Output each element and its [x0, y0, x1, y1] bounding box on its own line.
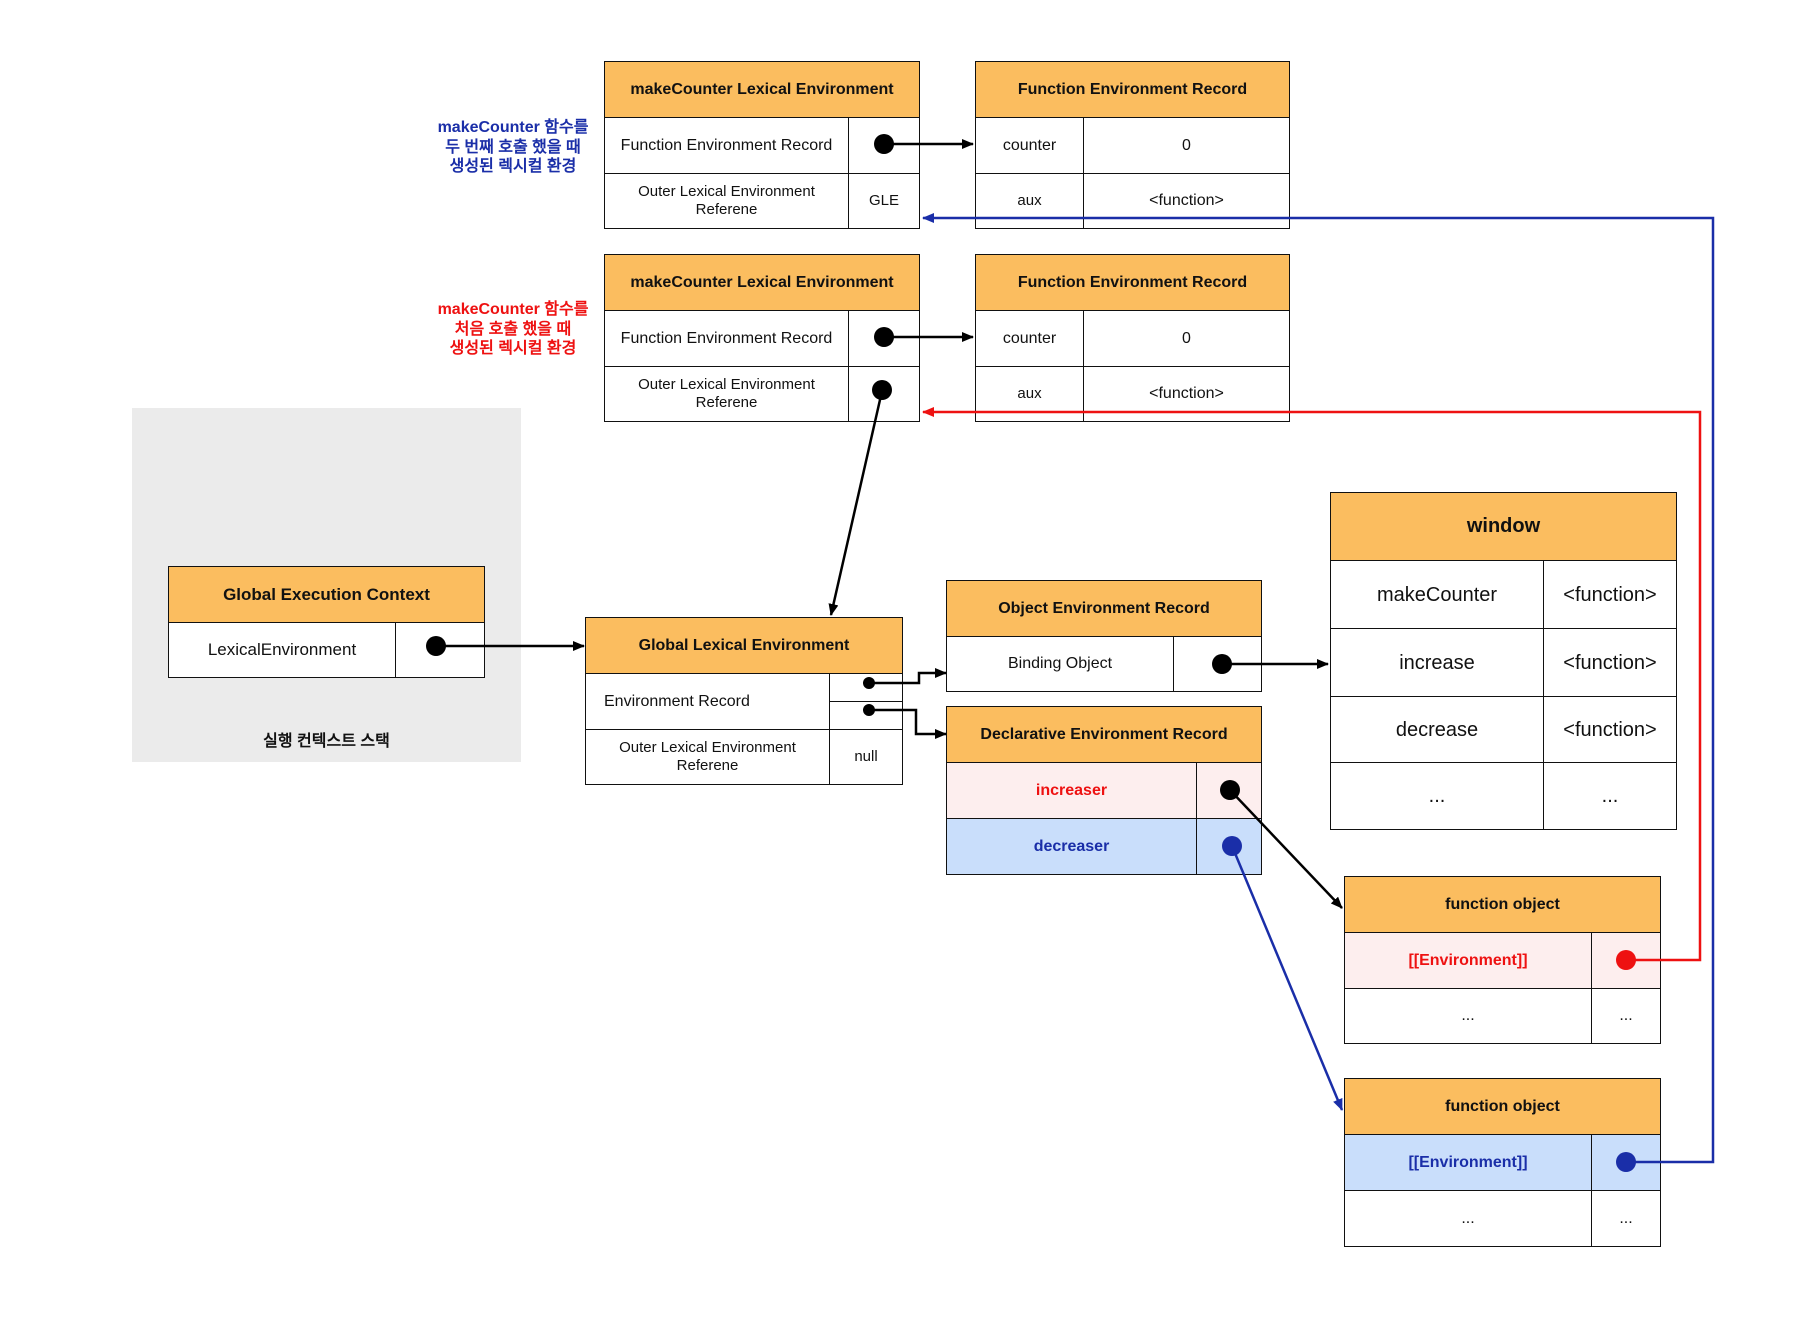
window-row-makecounter-value: <function> [1543, 560, 1677, 629]
global-execution-context-title: Global Execution Context [168, 566, 485, 623]
arrow-env1-outer-to-gle [828, 390, 884, 616]
function-object-2-rest-value: ... [1591, 1190, 1661, 1247]
gec-lexical-environment-dot [426, 636, 446, 656]
gle-outer-value: null [829, 729, 903, 785]
binding-object-dot [1212, 654, 1232, 674]
declarative-record-decreaser: decreaser [946, 818, 1197, 875]
window-row-makecounter-name: makeCounter [1330, 560, 1544, 629]
function-object-1-rest-value: ... [1591, 988, 1661, 1044]
function-object-1-environment-dot [1616, 950, 1636, 970]
make-counter-env-2-title: makeCounter Lexical Environment [604, 61, 920, 118]
func-record-2-counter-value: 0 [1083, 117, 1290, 174]
window-row-increase-value: <function> [1543, 628, 1677, 697]
make-counter-env-1-record: Function Environment Record [604, 310, 849, 367]
stack-caption: 실행 컨텍스트 스택 [263, 733, 390, 750]
arrow-gle-to-declarative-record [869, 708, 947, 739]
function-object-2-rest: ... [1344, 1190, 1592, 1247]
env1-record-dot [874, 327, 894, 347]
declarative-record-increaser: increaser [946, 762, 1197, 819]
gle-env-record: Environment Record [585, 673, 830, 730]
gle-outer: Outer Lexical Environment Referene [585, 729, 830, 785]
make-counter-env-2-record: Function Environment Record [604, 117, 849, 174]
make-counter-env-1-title: makeCounter Lexical Environment [604, 254, 920, 311]
window-title: window [1330, 492, 1677, 561]
arrow-gle-to-object-record [869, 668, 947, 685]
object-record-binding: Binding Object [946, 636, 1174, 692]
arrow-function-object-1-env-to-env1 [922, 407, 1702, 962]
env1-outer-dot [872, 380, 892, 400]
make-counter-env-2-outer-value: GLE [848, 173, 920, 229]
func-record-2-aux-value: <function> [1083, 173, 1290, 229]
function-object-1-environment: [[Environment]] [1344, 932, 1592, 989]
func-record-2-aux-name: aux [975, 173, 1084, 229]
func-record-1-counter-name: counter [975, 310, 1084, 367]
gle-env-record-dot-bottom [863, 704, 875, 716]
decreaser-dot [1222, 836, 1242, 856]
func-record-2-counter-name: counter [975, 117, 1084, 174]
func-record-1-title: Function Environment Record [975, 254, 1290, 311]
function-object-2-environment: [[Environment]] [1344, 1134, 1592, 1191]
function-object-2-title: function object [1344, 1078, 1661, 1135]
window-row-decrease-value: <function> [1543, 696, 1677, 763]
make-counter-env-2-outer: Outer Lexical Environment Referene [604, 173, 849, 229]
note-first-call: makeCounter 함수를 처음 호출 했을 때 생성된 렉시컬 환경 [437, 301, 589, 358]
window-row-rest-name: ... [1330, 762, 1544, 830]
arrow-decreaser-to-function-object-2 [1230, 845, 1344, 1111]
gle-title: Global Lexical Environment [585, 617, 903, 674]
gle-env-record-dot-top [863, 677, 875, 689]
note-second-call: makeCounter 함수를 두 번째 호출 했을 때 생성된 렉시컬 환경 [437, 119, 589, 176]
function-object-1-title: function object [1344, 876, 1661, 933]
function-object-1-rest: ... [1344, 988, 1592, 1044]
func-record-2-title: Function Environment Record [975, 61, 1290, 118]
object-record-title: Object Environment Record [946, 580, 1262, 637]
make-counter-env-1-outer: Outer Lexical Environment Referene [604, 366, 849, 422]
arrow-increaser-to-function-object-1 [1229, 789, 1343, 909]
window-row-decrease-name: decrease [1330, 696, 1544, 763]
window-row-rest-value: ... [1543, 762, 1677, 830]
arrow-function-object-2-env-to-env2 [922, 213, 1715, 1164]
func-record-1-counter-value: 0 [1083, 310, 1290, 367]
function-object-2-environment-dot [1616, 1152, 1636, 1172]
increaser-dot [1220, 780, 1240, 800]
lexical-environment-cell: LexicalEnvironment [168, 622, 396, 678]
declarative-record-title: Declarative Environment Record [946, 706, 1262, 763]
env2-record-dot [874, 134, 894, 154]
